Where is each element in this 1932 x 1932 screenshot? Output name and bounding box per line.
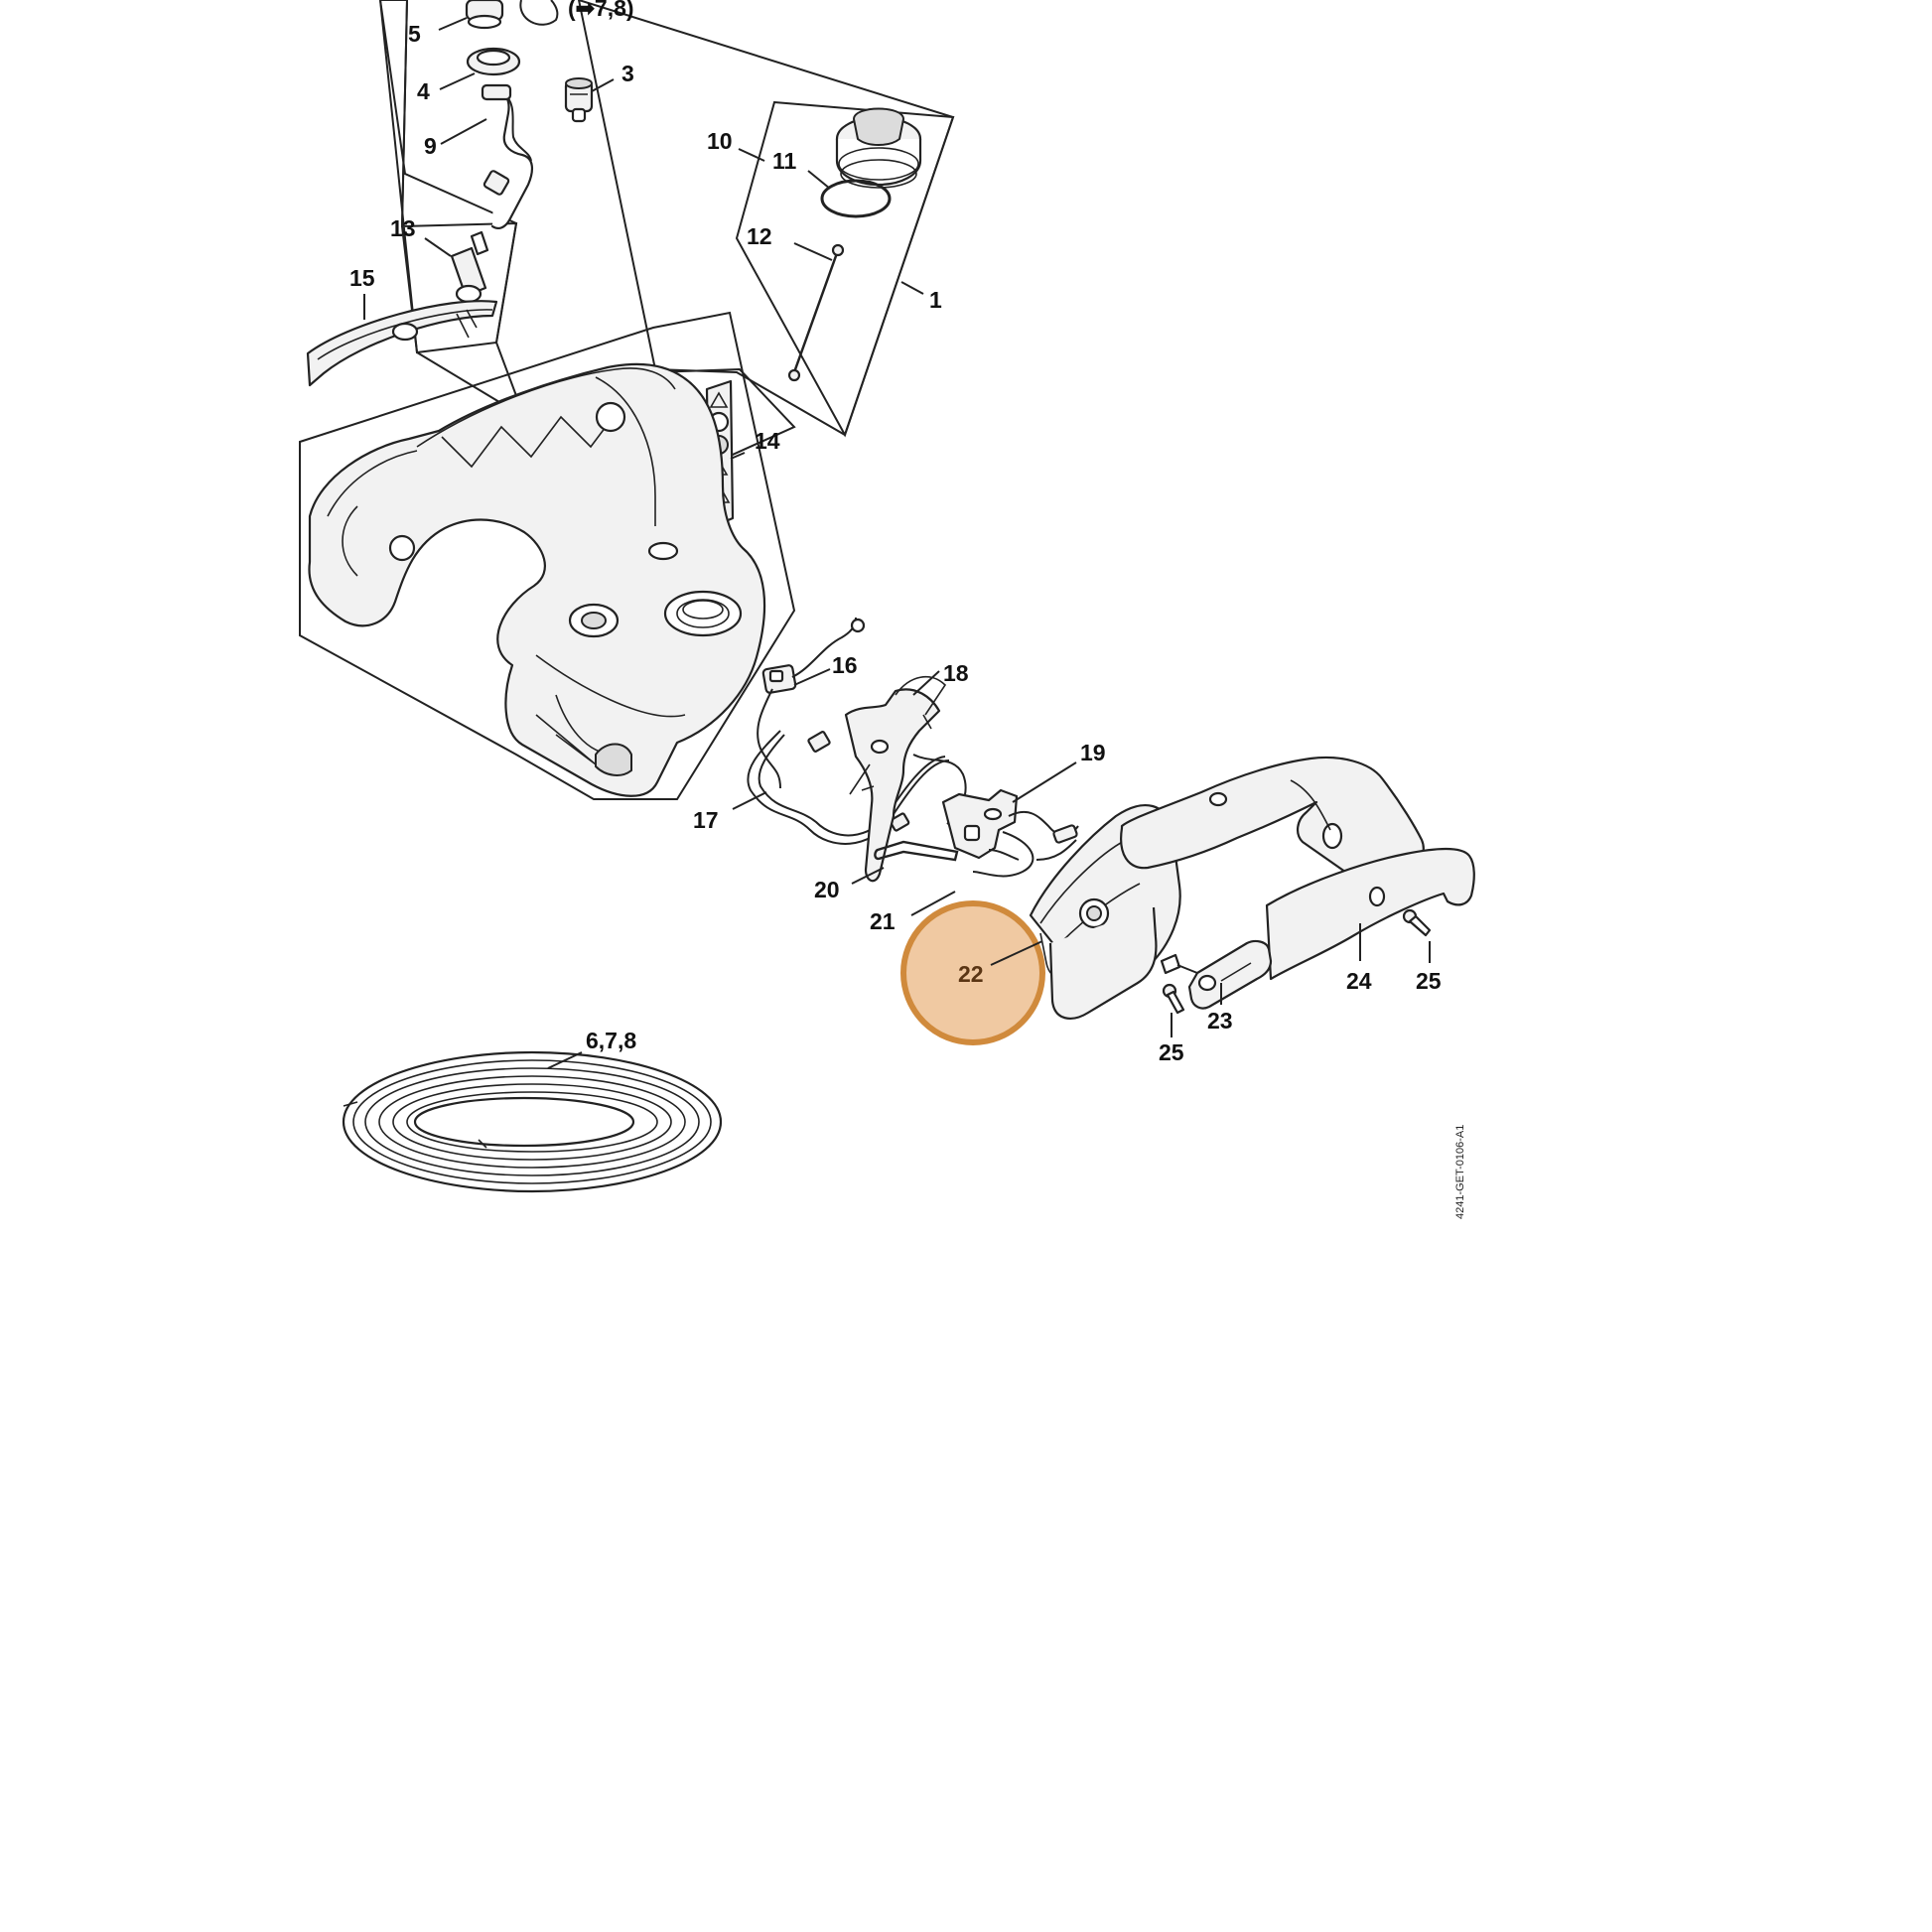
- leader-lines: [363, 17, 1431, 1069]
- callout-1[interactable]: 1: [929, 287, 942, 313]
- callout-ref-7-8[interactable]: (➡7,8): [568, 0, 634, 21]
- part-25-screw-b: [1402, 908, 1432, 937]
- part-13-fitting: [450, 230, 489, 304]
- callout-4[interactable]: 4: [417, 78, 430, 104]
- part-12-tether: [787, 243, 845, 382]
- callout-12[interactable]: 12: [747, 223, 772, 249]
- callout-18[interactable]: 18: [943, 660, 969, 686]
- part-23-control-lever: [1160, 939, 1273, 1010]
- drawing-id: 4241-GET-0106-A1: [1454, 1125, 1466, 1219]
- callout-15[interactable]: 15: [349, 265, 375, 291]
- part-9-fuel-hose: [481, 83, 534, 229]
- part-housing-with-tank: [308, 362, 766, 797]
- part-25-screw-a: [1162, 983, 1185, 1015]
- callout-5[interactable]: 5: [408, 21, 421, 47]
- part-19-bracket: [941, 788, 1079, 878]
- callout-20[interactable]: 20: [814, 877, 840, 902]
- highlight-circle-part-22: [900, 900, 1045, 1045]
- part-15-cover-strip: [306, 300, 498, 387]
- callout-24[interactable]: 24: [1346, 968, 1372, 994]
- callout-3[interactable]: 3: [621, 61, 634, 86]
- callout-10[interactable]: 10: [707, 128, 733, 154]
- part-3-vent-valve: [564, 77, 594, 123]
- part-4-grommet: [466, 47, 521, 76]
- callout-22[interactable]: 22: [958, 961, 984, 987]
- part-24-grip-cover: [1265, 847, 1475, 981]
- callout-23[interactable]: 23: [1207, 1008, 1233, 1034]
- part-10-fuel-cap: [835, 107, 922, 189]
- callout-16[interactable]: 16: [832, 652, 858, 678]
- callout-25-right[interactable]: 25: [1416, 968, 1442, 994]
- part-17-cable-harness: [747, 730, 967, 845]
- callout-labels: 5 (➡7,8) 4 3 9 10 11 12 1 13 15 14 16 18…: [349, 0, 1442, 1065]
- part-18-trigger: [844, 676, 947, 883]
- callout-13[interactable]: 13: [390, 215, 416, 241]
- callout-25-lower[interactable]: 25: [1159, 1039, 1184, 1065]
- callout-11[interactable]: 11: [772, 148, 797, 174]
- part-21-wire-link: [988, 839, 1077, 861]
- callout-9[interactable]: 9: [424, 133, 437, 159]
- part-6-7-8-seal-set: [342, 1050, 723, 1193]
- callout-6-7-8[interactable]: 6,7,8: [586, 1028, 636, 1053]
- part-5-fitting: [465, 0, 559, 30]
- callout-19[interactable]: 19: [1080, 740, 1106, 765]
- part-20-spring-clip: [874, 840, 959, 862]
- callout-21[interactable]: 21: [870, 908, 896, 934]
- callout-17[interactable]: 17: [693, 807, 719, 833]
- part-16-switch: [757, 617, 866, 789]
- part-11-o-ring: [820, 179, 892, 218]
- group-frame-housing: [299, 311, 796, 800]
- group-frame-top-left: [378, 0, 518, 354]
- callout-14[interactable]: 14: [755, 428, 780, 454]
- group-frame-main: [577, 0, 955, 437]
